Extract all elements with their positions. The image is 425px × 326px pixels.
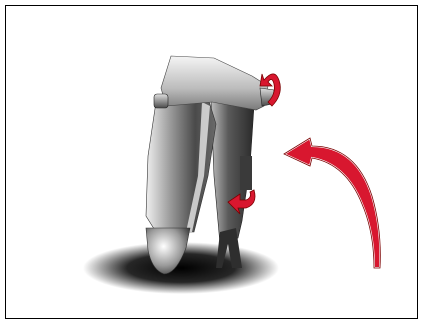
device-side-latch	[240, 156, 252, 190]
device-top-housing	[161, 56, 268, 110]
device-left-knob	[154, 94, 168, 108]
device-rotation-illustration	[6, 6, 419, 320]
rotate-arrow-large-icon	[284, 138, 380, 268]
figure-frame	[5, 5, 418, 319]
